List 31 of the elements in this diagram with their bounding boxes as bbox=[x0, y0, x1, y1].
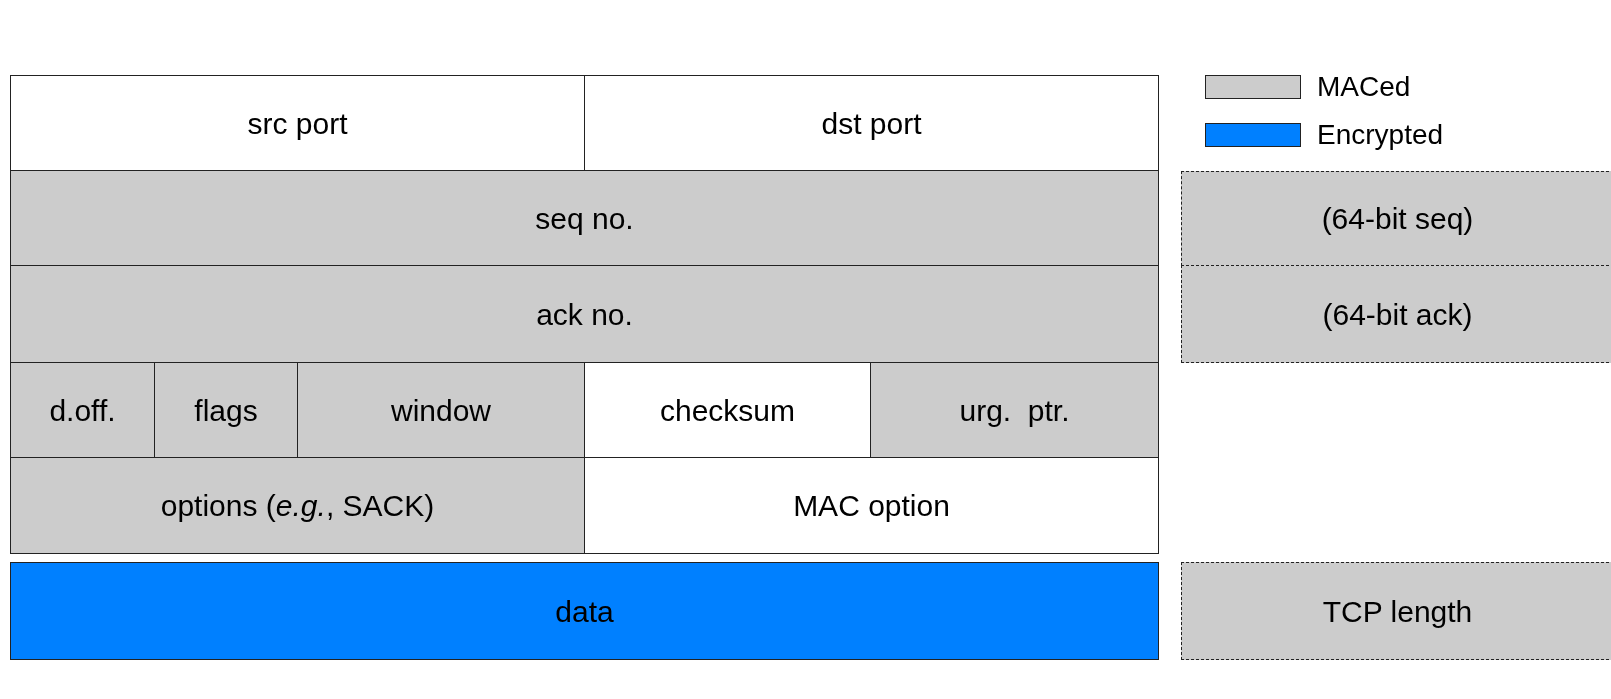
pseudo-header-field bbox=[1181, 265, 1611, 363]
pseudo-header-field bbox=[1181, 562, 1611, 660]
field-label: (64-bit seq) bbox=[1321, 201, 1474, 237]
header-field bbox=[154, 362, 298, 458]
header-field bbox=[10, 75, 585, 171]
field-label: MAC option bbox=[793, 488, 950, 524]
pseudo-header-field bbox=[1181, 171, 1611, 266]
field-label: TCP length bbox=[1322, 593, 1473, 630]
field-label: urg. ptr. bbox=[959, 392, 1070, 429]
payload-field bbox=[10, 562, 1159, 660]
header-field bbox=[10, 457, 585, 554]
legend-label: Encrypted bbox=[1317, 121, 1444, 149]
header-field bbox=[10, 170, 1159, 266]
field-label: data bbox=[555, 593, 614, 630]
field-label: seq no. bbox=[535, 200, 634, 237]
field-label: options (e.g., SACK) bbox=[160, 488, 435, 524]
field-label: window bbox=[390, 392, 492, 429]
header-field bbox=[584, 75, 1159, 171]
header-field bbox=[297, 362, 585, 458]
field-label: src port bbox=[247, 105, 348, 142]
header-field bbox=[10, 362, 155, 458]
header-field bbox=[584, 457, 1159, 554]
field-label: (64-bit ack) bbox=[1322, 296, 1473, 333]
field-label: checksum bbox=[659, 392, 795, 429]
field-label: flags bbox=[194, 392, 258, 429]
legend-label: MACed bbox=[1317, 73, 1411, 101]
field-label: dst port bbox=[821, 105, 922, 142]
field-label: ack no. bbox=[536, 296, 633, 333]
header-field bbox=[870, 362, 1159, 458]
field-label: d.off. bbox=[49, 392, 116, 429]
header-field bbox=[10, 265, 1159, 363]
